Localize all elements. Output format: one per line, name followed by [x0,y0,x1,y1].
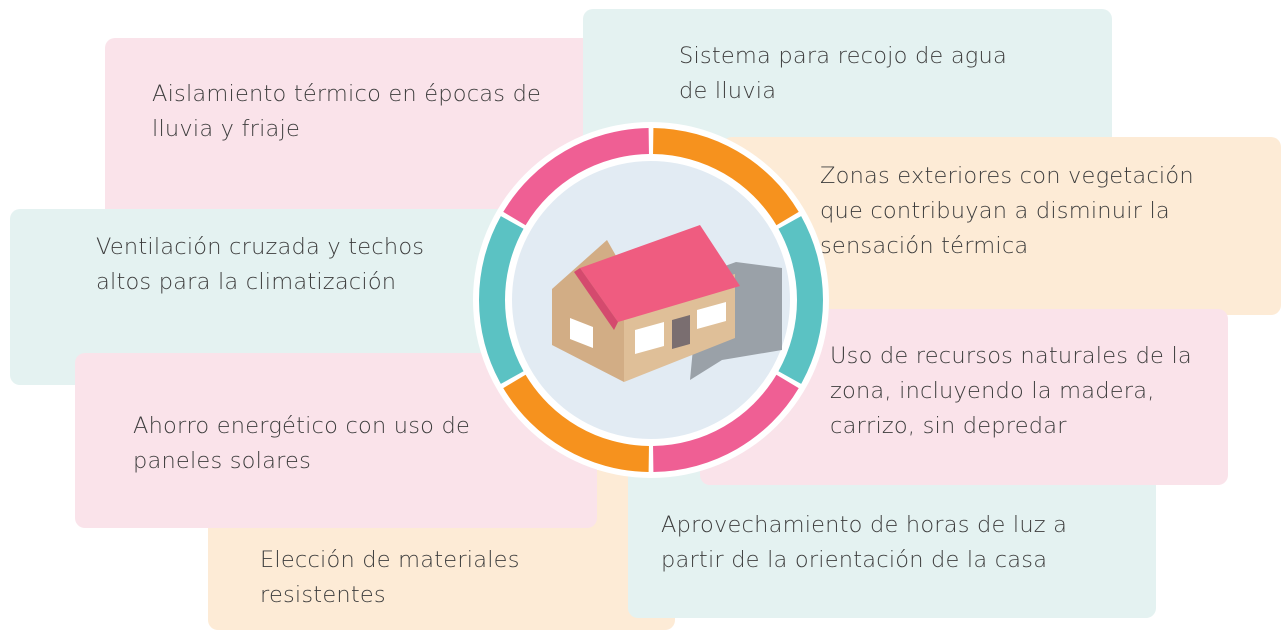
card-agua-text: Sistema para recojo de agua de lluvia [679,43,1007,104]
card-recursos-text: Uso de recursos naturales de la zona, in… [830,343,1192,439]
ring-segment-right [778,216,823,384]
segmented-ring [478,128,823,472]
card-eleccion-text: Elección de materiales resistentes [260,547,520,608]
ring-segment-left [478,216,524,384]
card-ventilacion-text: Ventilación cruzada y techos altos para … [96,234,425,295]
ring-segment-top-right [653,128,799,226]
ring-segment-bottom-left [503,374,649,472]
card-aislamiento-text: Aislamiento térmico en épocas de lluvia … [152,81,542,142]
card-zonas-text: Zonas exteriores con vegetación que cont… [820,163,1194,259]
ring-segment-bottom-right [653,374,799,472]
card-ahorro-text: Ahorro energético con uso de paneles sol… [133,413,471,474]
card-aprovechamiento-text: Aprovechamiento de horas de luz a partir… [661,512,1068,573]
house-icon [552,225,782,382]
ring-segment-top-left [503,128,649,226]
